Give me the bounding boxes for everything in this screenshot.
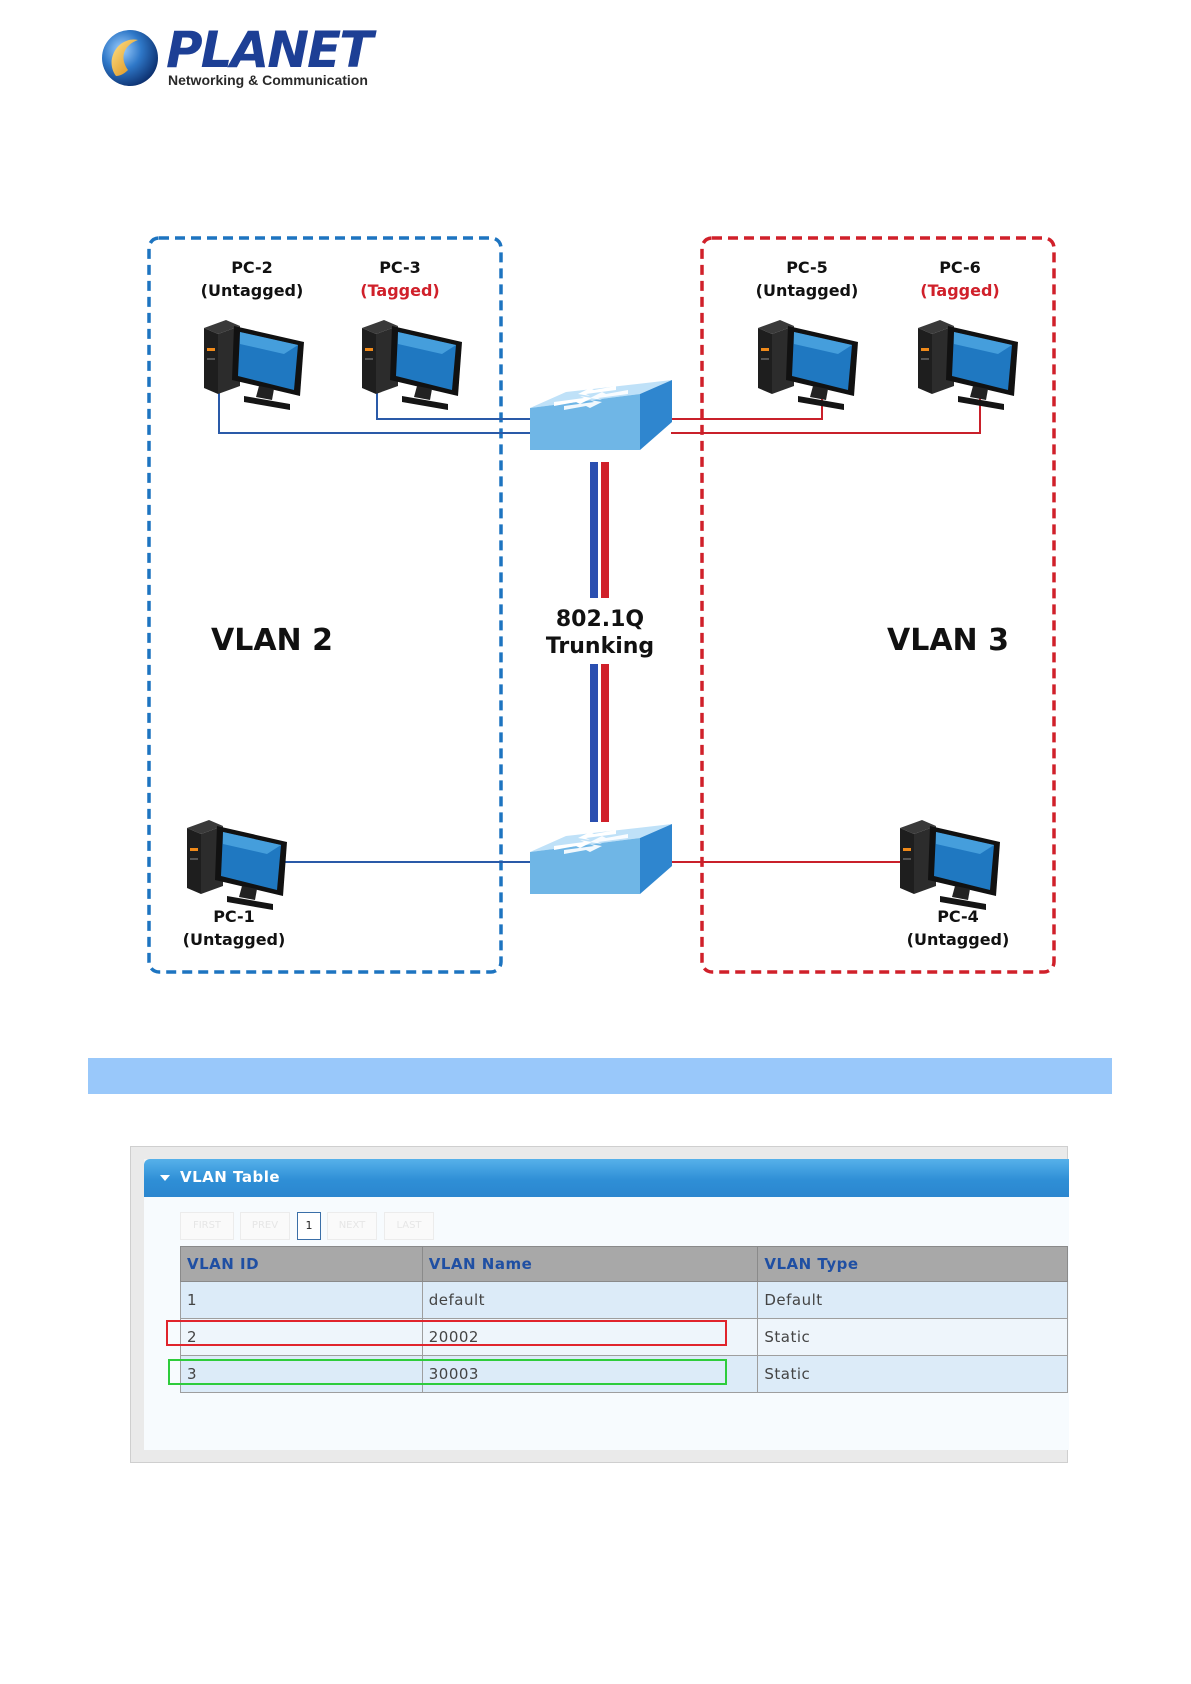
highlight-vlan3-row <box>168 1359 727 1385</box>
trunk-label-line2: Trunking <box>546 634 654 659</box>
cell-vlan-type: Static <box>758 1319 1068 1356</box>
pc4-icon <box>900 820 1000 910</box>
pager-last-button[interactable]: LAST <box>384 1212 434 1240</box>
pager-current-page[interactable]: 1 <box>297 1212 321 1240</box>
vlan3-label: VLAN 3 <box>887 623 1009 658</box>
pager-first-button[interactable]: FIRST <box>180 1212 234 1240</box>
table-row[interactable]: 1 default Default <box>181 1282 1068 1319</box>
pc4-name: PC-4 <box>937 907 979 926</box>
pc4-mode: (Untagged) <box>907 930 1010 949</box>
cell-vlan-name: default <box>422 1282 758 1319</box>
cell-vlan-type: Default <box>758 1282 1068 1319</box>
pager-next-button[interactable]: NEXT <box>327 1212 377 1240</box>
pc6-name: PC-6 <box>939 258 981 277</box>
pc3-name: PC-3 <box>379 258 421 277</box>
column-header-vlan-type[interactable]: VLAN Type <box>758 1247 1068 1282</box>
vlan-table-header[interactable]: VLAN Table <box>144 1159 1069 1197</box>
section-band <box>88 1058 1112 1094</box>
collapse-triangle-icon[interactable] <box>160 1175 170 1181</box>
pc5-icon <box>758 320 858 410</box>
cell-vlan-type: Static <box>758 1356 1068 1393</box>
pc5-mode: (Untagged) <box>756 281 859 300</box>
pc3-mode: (Tagged) <box>360 281 439 300</box>
pager-prev-button[interactable]: PREV <box>240 1212 290 1240</box>
switch-top-icon <box>530 380 672 450</box>
pc2-name: PC-2 <box>231 258 273 277</box>
pc5-name: PC-5 <box>786 258 828 277</box>
vlan-table-title: VLAN Table <box>180 1168 280 1186</box>
pc1-name: PC-1 <box>213 907 255 926</box>
column-header-vlan-id[interactable]: VLAN ID <box>181 1247 423 1282</box>
pc1-mode: (Untagged) <box>183 930 286 949</box>
pc2-mode: (Untagged) <box>201 281 304 300</box>
highlight-vlan2-row <box>166 1320 727 1346</box>
pc6-mode: (Tagged) <box>920 281 999 300</box>
link-pc5 <box>671 390 822 419</box>
pc6-icon <box>918 320 1018 410</box>
column-header-vlan-name[interactable]: VLAN Name <box>422 1247 758 1282</box>
pc1-icon <box>187 820 287 910</box>
table-header-row: VLAN ID VLAN Name VLAN Type <box>181 1247 1068 1282</box>
cell-vlan-id: 1 <box>181 1282 423 1319</box>
vlan-trunk-diagram: PC-2 (Untagged) PC-3 (Tagged) PC-1 (Unta… <box>0 0 1191 1000</box>
vlan2-label: VLAN 2 <box>211 623 333 658</box>
trunk-label-line1: 802.1Q <box>556 607 644 632</box>
switch-bottom-icon <box>530 824 672 894</box>
